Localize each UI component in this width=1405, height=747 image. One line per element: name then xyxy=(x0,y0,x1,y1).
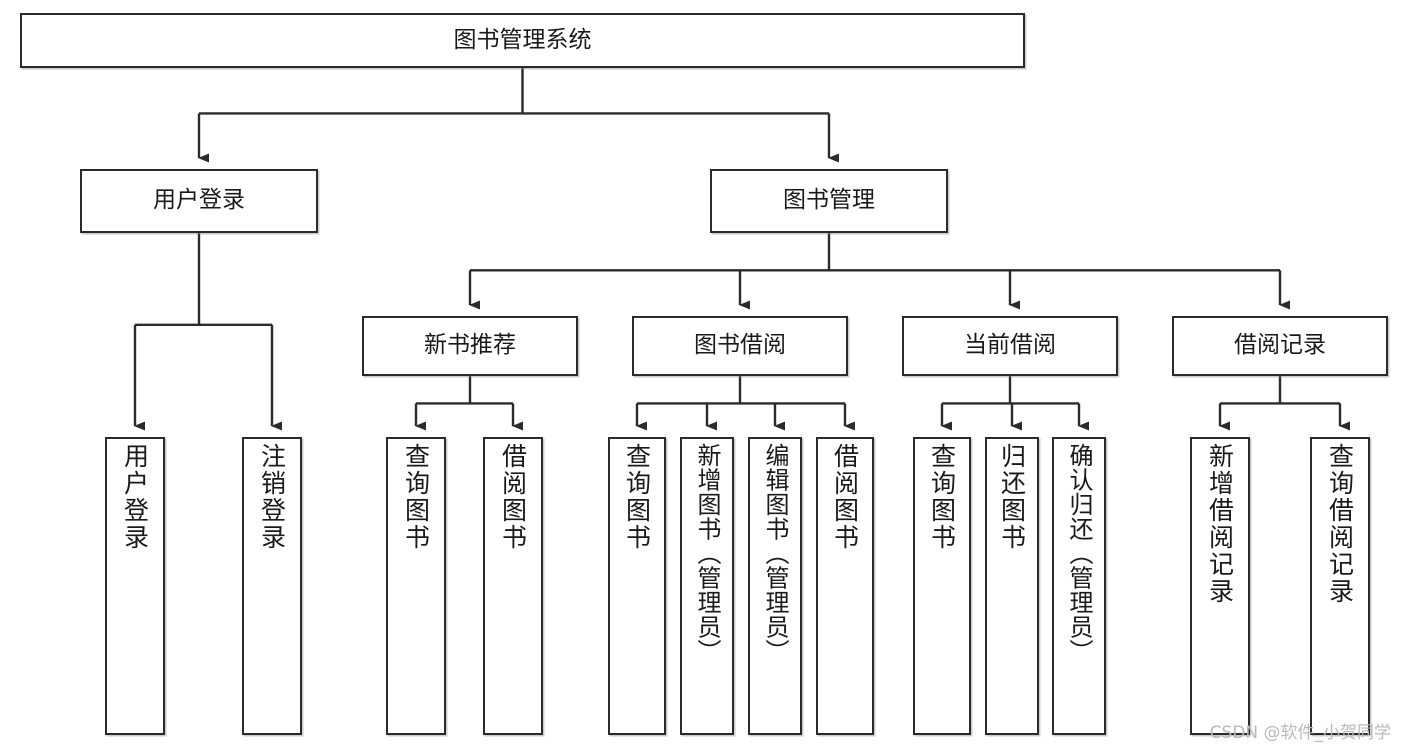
node-label-leaf-query-book-rec: 查询图书 xyxy=(401,443,431,551)
node-label-current-borrow: 当前借阅 xyxy=(964,332,1056,359)
node-leaf-confirm-return-admin[interactable]: 确认归还（管理员） xyxy=(1052,437,1106,735)
node-label-book-management: 图书管理 xyxy=(783,187,875,214)
node-book-borrow[interactable]: 图书借阅 xyxy=(632,316,848,376)
node-label-leaf-query-book-borrow: 查询图书 xyxy=(622,443,652,551)
node-label-borrow-record: 借阅记录 xyxy=(1234,332,1326,359)
node-label-leaf-add-borrow-record: 新增借阅记录 xyxy=(1205,443,1235,605)
node-user-login[interactable]: 用户登录 xyxy=(80,169,318,233)
node-leaf-query-book-borrow[interactable]: 查询图书 xyxy=(608,437,666,735)
node-leaf-user-logout[interactable]: 注销登录 xyxy=(242,437,302,735)
node-label-leaf-borrow-book-rec: 借阅图书 xyxy=(498,443,528,551)
node-book-management[interactable]: 图书管理 xyxy=(710,169,948,233)
node-leaf-borrow-book-borrow[interactable]: 借阅图书 xyxy=(816,437,874,735)
node-label-leaf-edit-book-admin: 编辑图书（管理员） xyxy=(761,443,789,664)
node-label-leaf-query-book-current: 查询图书 xyxy=(927,443,957,551)
node-label-leaf-return-book: 归还图书 xyxy=(997,443,1027,551)
watermark-text: CSDN @软件_小贺同学 xyxy=(1209,723,1391,743)
node-label-leaf-user-logout: 注销登录 xyxy=(257,443,287,551)
node-borrow-record[interactable]: 借阅记录 xyxy=(1172,316,1388,376)
node-label-leaf-query-borrow-record: 查询借阅记录 xyxy=(1325,443,1355,605)
node-label-user-login: 用户登录 xyxy=(153,187,245,214)
node-current-borrow[interactable]: 当前借阅 xyxy=(902,316,1118,376)
node-label-new-book-recommend: 新书推荐 xyxy=(424,332,516,359)
node-leaf-borrow-book-rec[interactable]: 借阅图书 xyxy=(483,437,543,735)
node-leaf-add-borrow-record[interactable]: 新增借阅记录 xyxy=(1190,437,1250,735)
node-leaf-return-book[interactable]: 归还图书 xyxy=(985,437,1039,735)
node-leaf-query-borrow-record[interactable]: 查询借阅记录 xyxy=(1310,437,1370,735)
node-label-leaf-borrow-book-borrow: 借阅图书 xyxy=(830,443,860,551)
node-leaf-edit-book-admin[interactable]: 编辑图书（管理员） xyxy=(748,437,802,735)
node-leaf-query-book-rec[interactable]: 查询图书 xyxy=(386,437,446,735)
node-leaf-add-book-admin[interactable]: 新增图书（管理员） xyxy=(680,437,734,735)
node-label-leaf-user-login: 用户登录 xyxy=(120,443,150,551)
node-leaf-query-book-current[interactable]: 查询图书 xyxy=(913,437,971,735)
node-new-book-recommend[interactable]: 新书推荐 xyxy=(362,316,578,376)
node-root[interactable]: 图书管理系统 xyxy=(20,13,1025,68)
node-label-leaf-add-book-admin: 新增图书（管理员） xyxy=(693,443,721,664)
node-label-root: 图书管理系统 xyxy=(453,26,592,53)
node-label-book-borrow: 图书借阅 xyxy=(694,332,786,359)
edge-group xyxy=(133,68,1350,431)
node-leaf-user-login[interactable]: 用户登录 xyxy=(105,437,165,735)
node-label-leaf-confirm-return-admin: 确认归还（管理员） xyxy=(1065,443,1093,664)
